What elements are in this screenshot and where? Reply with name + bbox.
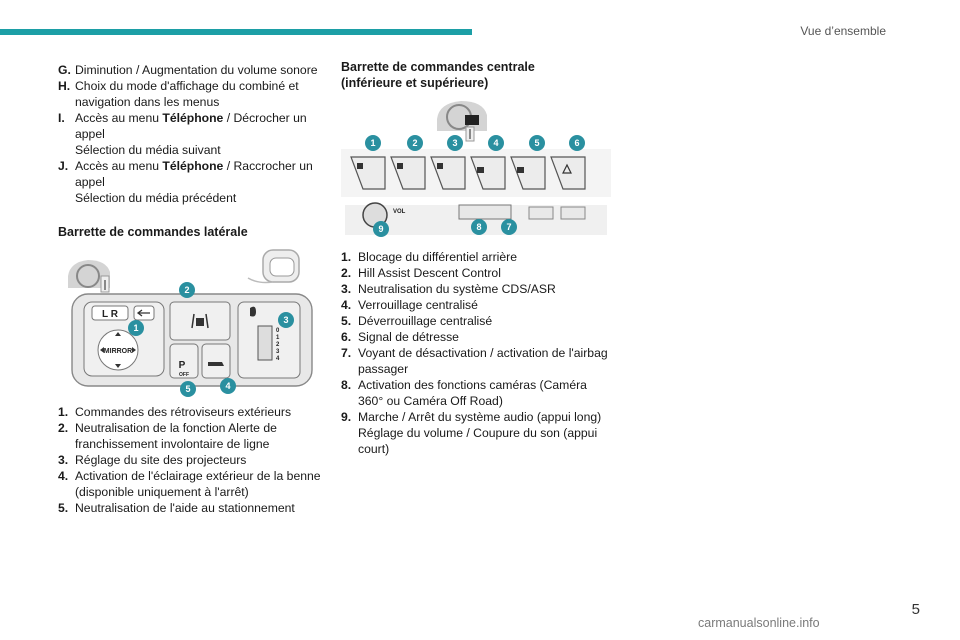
scale-digit: 1 xyxy=(276,335,280,341)
list-item-j: J. Accès au menu Téléphone / Raccrocher … xyxy=(58,158,326,190)
scale-digit: 2 xyxy=(276,342,280,348)
callout-2: 2 xyxy=(412,138,417,148)
list-item: 8.Activation des fonctions caméras (Camé… xyxy=(341,378,587,408)
diff-lock-icon xyxy=(357,163,363,169)
item-text: / Raccrocher un appel xyxy=(75,159,313,189)
list-item-i: I. Accès au menu Téléphone / Décrocher u… xyxy=(58,110,326,142)
side-controls-list: 1.Commandes des rétroviseurs extérieurs … xyxy=(58,404,326,516)
descent-control-icon xyxy=(397,163,403,169)
usb-icon xyxy=(560,206,586,220)
callout-6: 6 xyxy=(574,138,579,148)
callout-3: 3 xyxy=(283,315,288,325)
side-controls-heading: Barrette de commandes latérale xyxy=(58,225,248,239)
callout-8: 8 xyxy=(476,222,481,232)
list-item: 5.Neutralisation de l'aide au stationnem… xyxy=(58,501,295,515)
mirror-fold-icon xyxy=(136,309,150,317)
steering-wheel-icon xyxy=(437,101,487,142)
page-number: 5 xyxy=(911,601,920,618)
item-subtext: Réglage du volume / Coupure du son (appu… xyxy=(358,426,598,456)
item-subtext: Sélection du média suivant xyxy=(75,143,221,157)
traction-off-icon xyxy=(437,163,443,169)
center-controls-figure: VOL 1 2 3 4 5 6 9 8 7 xyxy=(341,101,611,237)
vol-label: VOL xyxy=(393,209,406,215)
callout-1: 1 xyxy=(133,323,138,333)
list-item: 1.Blocage du différentiel arrière xyxy=(341,250,517,264)
callout-1: 1 xyxy=(370,138,375,148)
item-text: / Décrocher un appel xyxy=(75,111,307,141)
scale-digit: 0 xyxy=(276,328,280,334)
mirror-label: MIRROR xyxy=(104,348,132,355)
header-accent-bar xyxy=(0,29,472,35)
list-item-g: G. Diminution / Augmentation du volume s… xyxy=(58,62,326,78)
item-text-bold: Téléphone xyxy=(162,159,224,173)
list-item: 3.Neutralisation du système CDS/ASR xyxy=(341,282,556,296)
center-controls-list: 1.Blocage du différentiel arrière 2.Hill… xyxy=(341,249,611,457)
callout-2: 2 xyxy=(184,285,189,295)
lr-label: L R xyxy=(102,309,119,320)
off-label: OFF xyxy=(179,372,189,378)
callout-9: 9 xyxy=(378,224,383,234)
left-column: G. Diminution / Augmentation du volume s… xyxy=(58,62,326,516)
watermark: carmanualsonline.info xyxy=(698,616,820,630)
list-item: 6.Signal de détresse xyxy=(341,330,459,344)
lane-departure-icon xyxy=(196,318,204,326)
park-label: P xyxy=(179,360,186,371)
item-text-bold: Téléphone xyxy=(162,111,224,125)
item-text: Choix du mode d'affichage du combiné et … xyxy=(75,79,299,109)
list-item: 2.Neutralisation de la fonction Alerte d… xyxy=(58,421,277,451)
lock-icon xyxy=(477,167,484,173)
hazard-icon xyxy=(562,163,572,174)
list-item: 2.Hill Assist Descent Control xyxy=(341,266,501,280)
right-column: Barrette de commandes centrale (inférieu… xyxy=(341,59,611,457)
item-subtext: Sélection du média précédent xyxy=(75,191,237,205)
scale-digit: 4 xyxy=(276,356,280,362)
item-text: Accès au menu xyxy=(75,111,163,125)
port-icon xyxy=(528,206,554,220)
center-controls-heading: Barrette de commandes centrale (inférieu… xyxy=(341,60,535,90)
item-key: I. xyxy=(58,111,65,125)
section-title: Vue d’ensemble xyxy=(800,24,886,38)
callout-4: 4 xyxy=(225,381,230,391)
list-item-h: H. Choix du mode d'affichage du combiné … xyxy=(58,78,326,110)
steering-wheel-icon xyxy=(68,260,110,293)
callout-3: 3 xyxy=(452,138,457,148)
item-text: Diminution / Augmentation du volume sono… xyxy=(75,63,318,77)
unlock-icon xyxy=(517,167,524,173)
list-item: 3.Réglage du site des projecteurs xyxy=(58,453,247,467)
callout-5: 5 xyxy=(534,138,539,148)
scale-digit: 3 xyxy=(276,349,280,355)
list-item: 9.Marche / Arrêt du système audio (appui… xyxy=(341,410,602,424)
list-item: 1.Commandes des rétroviseurs extérieurs xyxy=(58,405,292,419)
item-key: H. xyxy=(58,79,71,93)
item-key: G. xyxy=(58,63,71,77)
item-key: J. xyxy=(58,159,69,173)
list-item: 4.Verrouillage centralisé xyxy=(341,298,478,312)
callout-4: 4 xyxy=(493,138,498,148)
list-item: 4.Activation de l'éclairage extérieur de… xyxy=(58,469,321,499)
headlamp-icon xyxy=(250,306,256,317)
item-text: Accès au menu xyxy=(75,159,163,173)
bed-light-icon xyxy=(208,362,224,366)
side-controls-figure: L R MIRROR P OFF 0 1 2 3 4 1 2 3 4 xyxy=(68,249,313,397)
callout-7: 7 xyxy=(506,222,511,232)
door-mirror-icon xyxy=(247,249,300,284)
callout-5: 5 xyxy=(185,384,190,394)
list-item: 7.Voyant de désactivation / activation d… xyxy=(341,346,608,376)
list-item: 5.Déverrouillage centralisé xyxy=(341,314,493,328)
